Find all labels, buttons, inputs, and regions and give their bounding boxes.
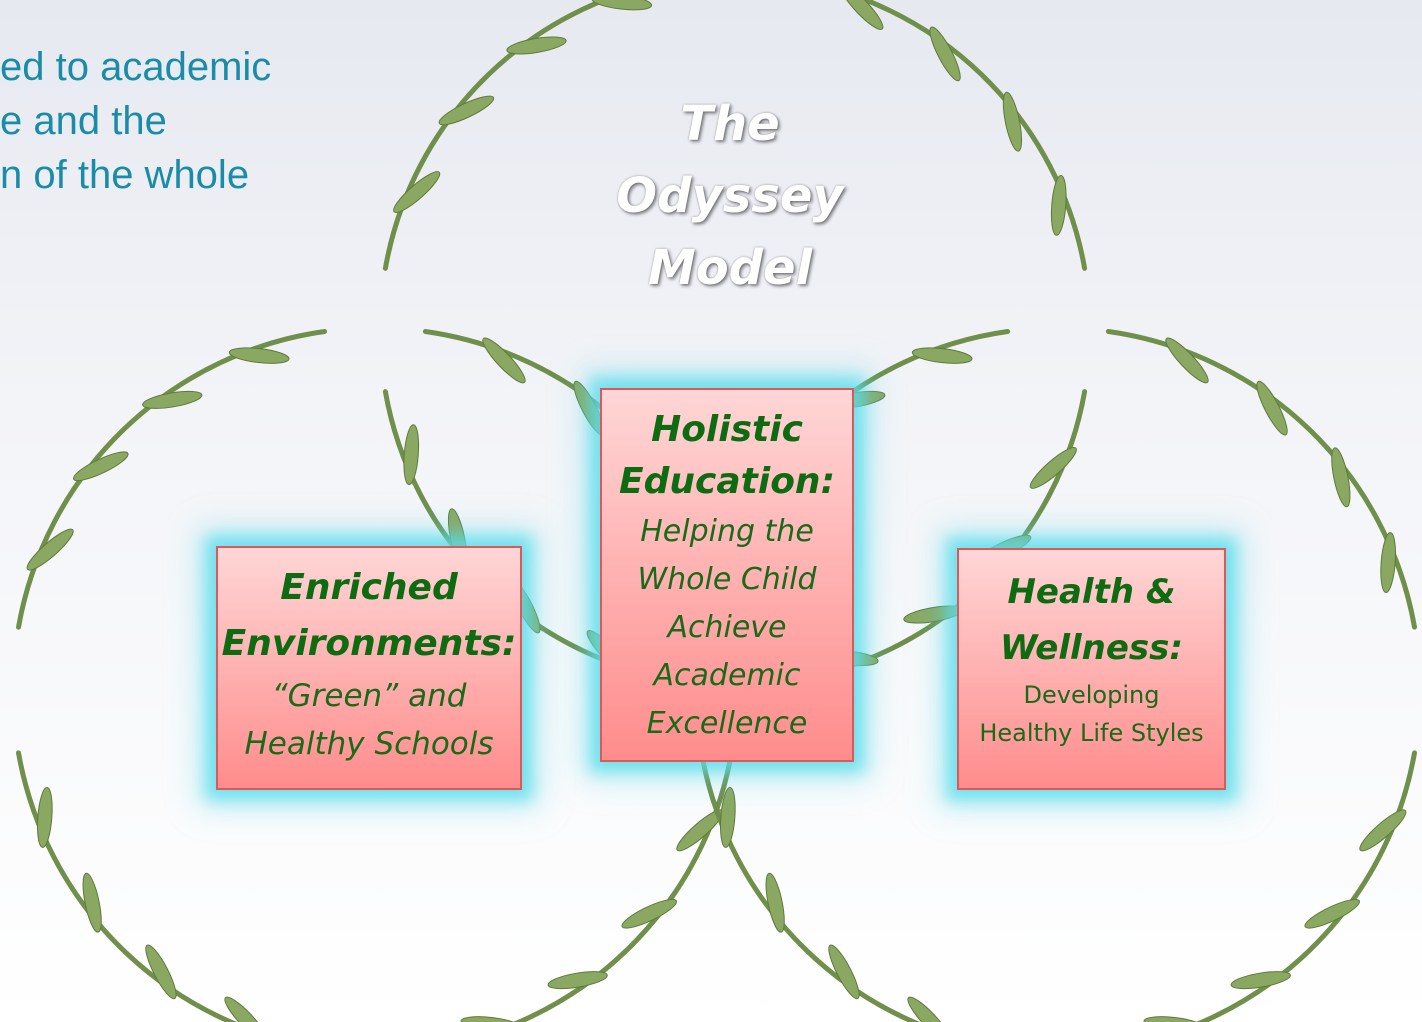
box-subtext: Excellence — [646, 706, 808, 741]
box-subtext: Achieve — [667, 610, 787, 645]
leaf-icon — [828, 944, 860, 1000]
leaf-icon — [142, 390, 203, 409]
leaf-icon — [1331, 447, 1351, 508]
model-title: The Odyssey Model — [590, 88, 870, 304]
leaf-icon — [840, 0, 884, 30]
leaf-icon — [907, 996, 951, 1022]
leaf-icon — [36, 787, 53, 848]
leaf-icon — [1230, 971, 1291, 990]
box-heading: Holistic — [651, 409, 803, 450]
holistic-education-box: Holistic Education: Helping the Whole Ch… — [600, 388, 854, 762]
leaf-icon — [621, 898, 677, 929]
leaf-icon — [591, 0, 653, 11]
leaf-icon — [26, 528, 74, 571]
box-heading: Wellness: — [999, 628, 1184, 668]
model-title-line: The — [680, 96, 780, 152]
leaf-icon — [82, 872, 102, 933]
leaf-icon — [765, 872, 785, 933]
box-subtext: Helping the — [640, 514, 814, 549]
health-wellness-box: Health & Wellness: Developing Healthy Li… — [957, 548, 1226, 790]
intro-line: ed to academic — [0, 45, 272, 89]
leaf-icon — [228, 347, 290, 364]
box-heading: Health & — [1007, 572, 1176, 612]
vine-stem — [699, 750, 921, 1022]
leaf-icon — [1143, 1016, 1205, 1022]
leaf-icon — [403, 424, 420, 486]
leaf-icon — [1002, 91, 1023, 152]
leaf-icon — [1359, 809, 1407, 852]
intro-line: e and the — [0, 99, 167, 143]
leaf-icon — [911, 347, 973, 364]
box-subtext: Academic — [653, 658, 801, 693]
leaf-icon — [438, 95, 495, 126]
box-subtext: Healthy Life Styles — [979, 719, 1204, 747]
leaf-icon — [460, 1016, 522, 1022]
vine-wreath-left — [15, 329, 734, 1022]
box-heading: Enriched — [280, 567, 458, 608]
model-title-line: Odyssey — [616, 168, 844, 224]
intro-text: ed to academic e and the n of the whole — [0, 40, 330, 202]
leaf-icon — [393, 171, 441, 214]
leaf-icon — [482, 337, 526, 384]
leaf-icon — [506, 36, 567, 55]
leaf-icon — [73, 451, 129, 482]
leaf-icon — [1165, 337, 1209, 384]
vine-stem — [858, 0, 1088, 271]
leaf-icon — [1304, 898, 1360, 929]
box-heading: Environments: — [221, 623, 517, 664]
leaf-icon — [224, 996, 268, 1022]
leaf-icon — [1380, 532, 1397, 593]
box-subtext: Healthy Schools — [244, 726, 494, 762]
leaf-icon — [719, 787, 736, 848]
leaf-icon — [1029, 446, 1077, 489]
leaf-icon — [1256, 380, 1288, 436]
intro-line: n of the whole — [0, 153, 250, 197]
enriched-environments-box: Enriched Environments: “Green” and Healt… — [216, 546, 522, 790]
leaf-icon — [1050, 174, 1067, 236]
box-subtext: Whole Child — [637, 562, 817, 597]
box-subtext: “Green” and — [271, 678, 467, 714]
leaf-icon — [929, 26, 961, 82]
leaf-icon — [547, 971, 608, 990]
box-subtext: Developing — [1023, 681, 1160, 709]
vine-stem — [15, 750, 238, 1022]
box-heading: Education: — [619, 461, 835, 502]
model-title-line: Model — [647, 240, 813, 296]
leaf-icon — [145, 944, 177, 1000]
